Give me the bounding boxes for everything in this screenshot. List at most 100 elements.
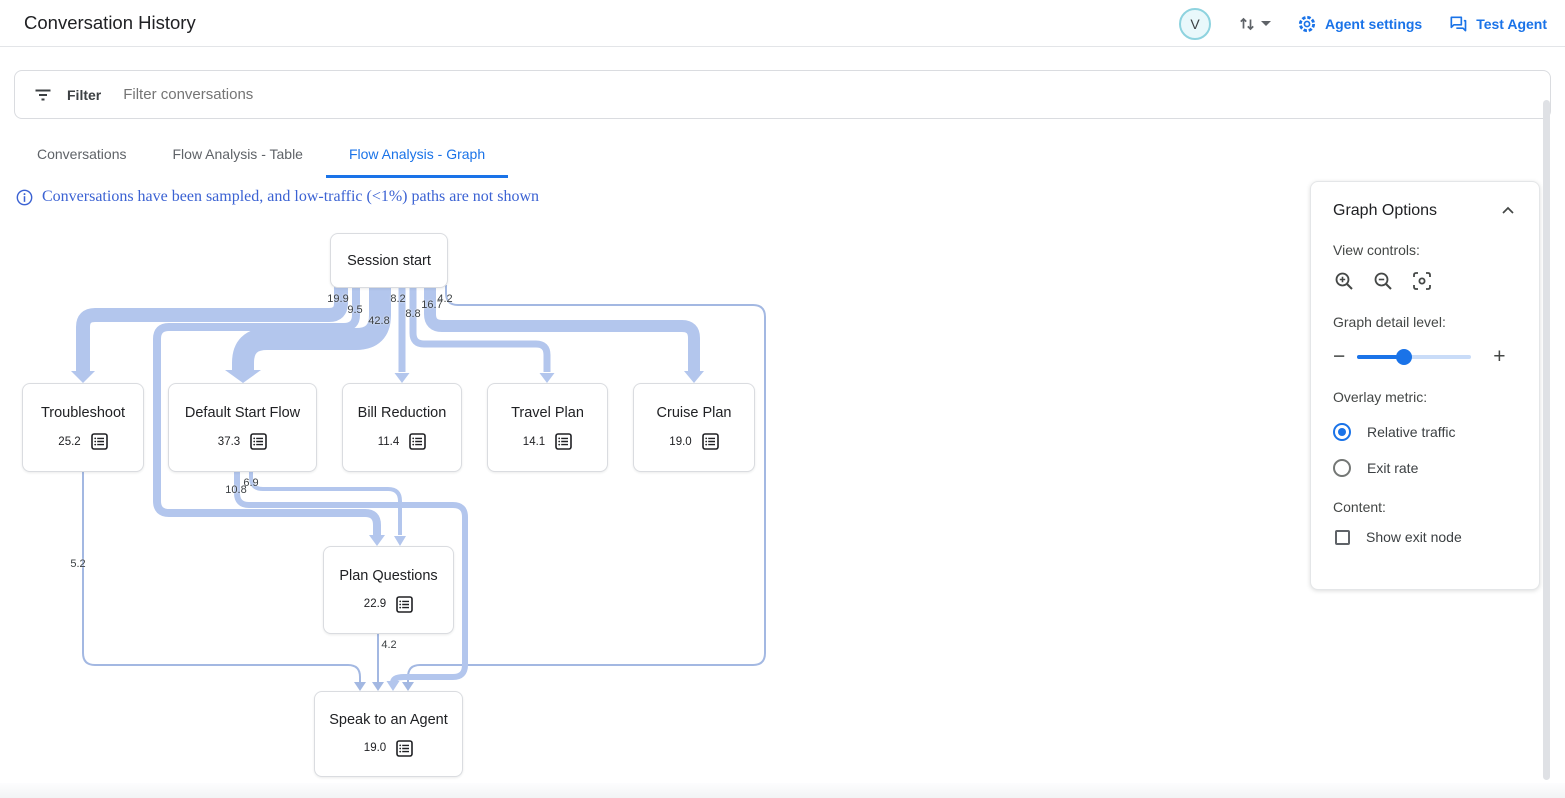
tab-bar: Conversations Flow Analysis - Table Flow…: [14, 133, 509, 178]
flow-edge-default_start_flow-to-speak_to_agent[interactable]: [234, 472, 468, 684]
test-agent-label: Test Agent: [1476, 15, 1547, 32]
radio-label-relative-traffic: Relative traffic: [1367, 424, 1456, 440]
info-icon: [16, 189, 33, 205]
node-value: 19.0: [363, 742, 387, 754]
flow-edges: [71, 285, 766, 691]
app-header: Conversation History V Agent settings Te…: [0, 0, 1565, 47]
overlay-metric-label: Overlay metric:: [1333, 389, 1428, 405]
list-alt-icon: [555, 433, 572, 450]
node-title: Cruise Plan: [656, 405, 732, 421]
arrowhead-icon: [354, 682, 366, 691]
node-title: Plan Questions: [339, 567, 438, 584]
sort-dropdown[interactable]: [1237, 14, 1271, 34]
content-label: Content:: [1333, 499, 1386, 515]
filter-label: Filter: [67, 86, 102, 103]
edge-value-label: 5.2: [70, 558, 86, 570]
detail-decrease-button[interactable]: −: [1333, 345, 1346, 368]
radio-label-exit-rate: Exit rate: [1367, 460, 1419, 476]
node-title: Speak to an Agent: [329, 711, 448, 728]
flow-node-cruise_plan[interactable]: Cruise Plan 19.0: [633, 383, 755, 472]
node-title: Default Start Flow: [184, 405, 301, 421]
edge-value-label: 9.5: [347, 304, 363, 316]
edge-value-label: 8.8: [405, 308, 421, 320]
tab-conversations[interactable]: Conversations: [37, 146, 127, 162]
flow-edge-session_start-to-default_start_flow[interactable]: [232, 285, 391, 370]
detail-slider-fill: [1357, 354, 1404, 359]
node-details-button[interactable]: [555, 433, 572, 450]
detail-slider-thumb[interactable]: [1396, 348, 1412, 365]
zoom-in-icon[interactable]: [1333, 270, 1355, 292]
node-title: Bill Reduction: [357, 405, 447, 421]
flow-edge-session_start-to-plan_questions[interactable]: [153, 285, 381, 535]
avatar[interactable]: V: [1178, 7, 1211, 40]
show-exit-node-checkbox-row[interactable]: Show exit node: [1335, 529, 1517, 545]
flow-edge-default_start_flow-to-plan_questions[interactable]: [249, 472, 402, 535]
gear-icon: [1298, 15, 1316, 32]
list-alt-icon: [396, 739, 413, 757]
checkbox-label: Show exit node: [1366, 529, 1462, 545]
tab-flow-analysis-graph[interactable]: Flow Analysis - Graph: [325, 133, 509, 178]
list-alt-icon: [701, 433, 719, 450]
list-alt-icon: [250, 433, 267, 450]
detail-slider[interactable]: [1357, 348, 1472, 365]
flow-node-session_start[interactable]: Session start: [330, 233, 448, 288]
flow-node-speak_to_agent[interactable]: Speak to an Agent 19.0: [314, 691, 463, 777]
flow-edge-troubleshoot-to-speak_to_agent[interactable]: [82, 472, 361, 682]
node-details-button[interactable]: [409, 433, 427, 450]
center-focus-icon[interactable]: [1411, 270, 1433, 292]
graph-options-panel: Graph Options View controls: Graph de: [1310, 181, 1540, 590]
zoom-out-icon[interactable]: [1372, 270, 1394, 292]
node-details-button[interactable]: [250, 433, 267, 450]
list-alt-icon: [409, 433, 427, 450]
flow-node-bill_reduction[interactable]: Bill Reduction 11.4: [342, 383, 462, 472]
agent-settings-button[interactable]: Agent settings: [1297, 14, 1422, 34]
list-alt-icon: [396, 595, 413, 613]
arrowhead-icon: [372, 682, 384, 691]
arrowhead-icon: [386, 681, 400, 691]
arrowhead-icon: [369, 535, 385, 546]
node-value: 19.0: [669, 435, 692, 448]
arrowhead-icon: [684, 371, 704, 383]
flow-edge-session_start-to-speak_to_agent[interactable]: [407, 285, 766, 682]
edge-value-label: 42.8: [368, 315, 390, 327]
node-details-button[interactable]: [701, 433, 719, 450]
tab-flow-analysis-table[interactable]: Flow Analysis - Table: [172, 146, 303, 162]
sampling-notice: Conversations have been sampled, and low…: [16, 188, 539, 206]
arrowhead-icon: [71, 371, 95, 383]
checkbox-icon[interactable]: [1335, 529, 1350, 545]
arrowhead-icon: [394, 536, 406, 546]
flow-edge-session_start-to-troubleshoot[interactable]: [76, 285, 348, 372]
edge-value-label: 19.9: [327, 293, 349, 305]
detail-increase-button[interactable]: +: [1493, 345, 1506, 368]
page-title: Conversation History: [24, 12, 196, 33]
node-details-button[interactable]: [396, 595, 413, 613]
vertical-scrollbar-thumb[interactable]: [1543, 100, 1550, 780]
node-details-button[interactable]: [90, 433, 108, 450]
avatar-letter: V: [1190, 15, 1200, 32]
node-value: 11.4: [377, 435, 400, 448]
node-value: 25.2: [58, 435, 81, 448]
list-alt-icon: [90, 433, 108, 450]
chevron-up-icon[interactable]: [1499, 202, 1517, 220]
flow-edge-session_start-to-travel_plan[interactable]: [409, 285, 551, 372]
arrowhead-icon: [539, 373, 555, 383]
node-details-button[interactable]: [396, 739, 413, 757]
canvas-bottom-edge: [0, 783, 1565, 798]
edge-value-label: 10.8: [225, 484, 247, 496]
chat-icon: [1450, 15, 1467, 31]
test-agent-button[interactable]: Test Agent: [1448, 14, 1547, 34]
swap-vertical-icon: [1240, 17, 1254, 30]
radio-exit-rate[interactable]: Exit rate: [1333, 459, 1517, 477]
edge-value-label: 4.2: [437, 293, 453, 305]
filter-bar[interactable]: Filter: [14, 70, 1551, 119]
arrowhead-icon: [225, 370, 261, 383]
flow-edge-session_start-to-cruise_plan[interactable]: [424, 285, 700, 371]
edge-value-label: 8.2: [390, 293, 406, 305]
filter-conversations-input[interactable]: [123, 86, 524, 103]
radio-relative-traffic[interactable]: Relative traffic: [1333, 423, 1517, 441]
